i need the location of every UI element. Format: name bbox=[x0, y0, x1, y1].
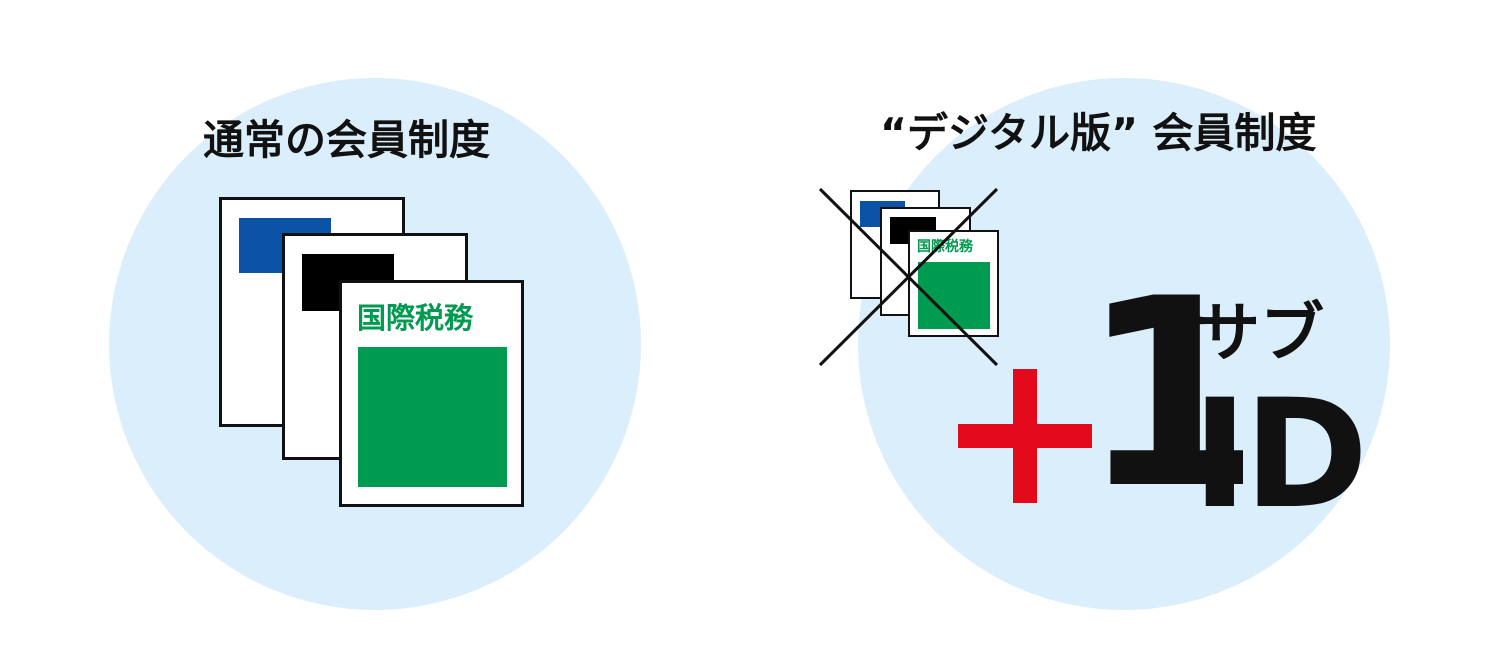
cross-out-icon bbox=[818, 187, 999, 367]
magazine-green: 国際税務 bbox=[339, 280, 524, 507]
plus-icon bbox=[958, 369, 1092, 503]
mini-magazine-green-title: 国際税務 bbox=[917, 239, 973, 255]
mini-magazine-green: 国際税務 bbox=[908, 230, 999, 337]
mini-magazine-green-block bbox=[918, 262, 990, 329]
magazine-green-block bbox=[358, 347, 507, 487]
magazine-green-title: 国際税務 bbox=[357, 301, 474, 335]
standard-membership-heading: 通常の会員制度 bbox=[203, 116, 490, 164]
right-background-circle bbox=[858, 78, 1390, 610]
digital-membership-heading: “デジタル版” 会員制度 bbox=[880, 109, 1317, 157]
id-label: ID bbox=[1192, 368, 1368, 542]
sub-label: サブ bbox=[1196, 297, 1324, 371]
one-label: 1 bbox=[1080, 244, 1261, 546]
